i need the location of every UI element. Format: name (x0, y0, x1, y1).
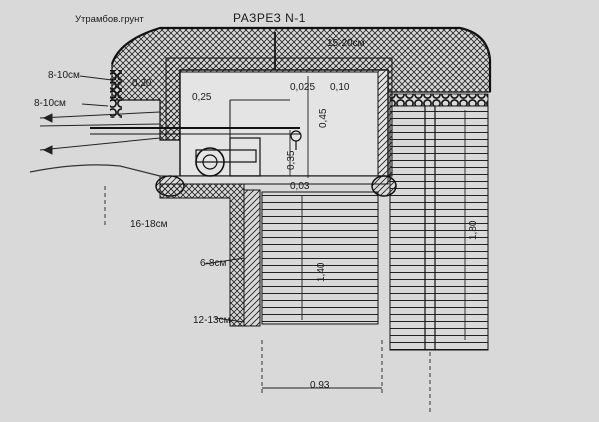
dim-1-40: 1,40 (316, 262, 327, 282)
dim-0-25: 0,25 (192, 92, 212, 103)
right-support-log (371, 175, 397, 197)
dim-0-10: 0,10 (330, 82, 350, 93)
dim-16-18: 16-18см (130, 219, 168, 230)
ground-surface (29, 164, 161, 177)
left-dim-label-2: 8-10см (34, 98, 66, 109)
inner-chamber (179, 69, 389, 177)
roof-thickness-label: 15-20см (327, 38, 365, 49)
dim-0-025: 0,025 (290, 82, 315, 93)
sight-lines (39, 111, 161, 155)
dim-0-20: 0,20 (132, 78, 152, 89)
trench-plank-wall (261, 191, 379, 325)
dim-6-8: 6-8см (200, 258, 226, 269)
dim-0-03: 0,03 (290, 181, 310, 192)
log-layer-left (110, 70, 122, 118)
soil-label: Утрамбов.грунт (75, 14, 144, 25)
right-plank-wall (389, 105, 489, 351)
dim-0-35: 0,35 (286, 150, 297, 170)
dim-12-13: 12-13см (193, 315, 231, 326)
dim-0-93: 0.93 (310, 380, 330, 391)
dimension-lines (79, 32, 466, 412)
trench-left-wall (243, 189, 261, 327)
log-layer-top (389, 93, 489, 107)
dim-0-45: 0,45 (318, 108, 329, 128)
dim-1-80: 1,80 (468, 220, 479, 240)
floor-beam (159, 175, 389, 185)
left-soil-wall (159, 183, 245, 327)
weapon-mount (90, 100, 302, 177)
section-title: РАЗРЕЗ N-1 (233, 11, 306, 25)
left-dim-label-1: 8-10см (48, 70, 80, 81)
roof-outline (110, 26, 492, 92)
